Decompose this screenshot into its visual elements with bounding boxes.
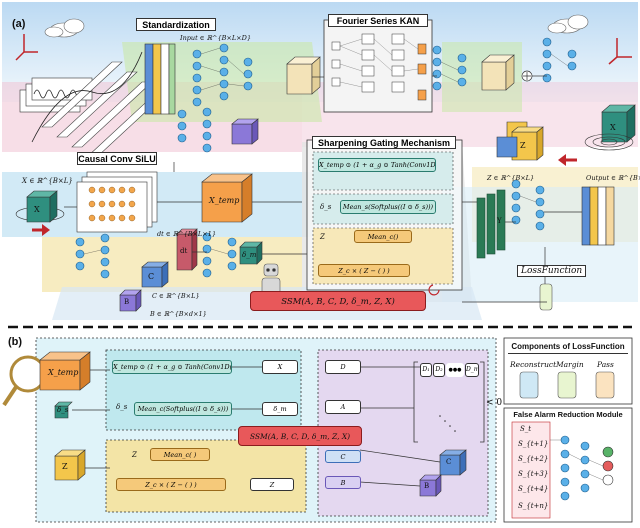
b-label: B ∈ ℝ^{B×d×1} bbox=[150, 310, 207, 318]
z-right-cube-label: Z bbox=[520, 141, 526, 150]
sharpening-formula-mean: Mean_s(Softplus((Ι ⊙ δ_s))) bbox=[340, 200, 436, 214]
components-title: Components of LossFunction bbox=[508, 342, 628, 354]
sharpening-formula-z: Z_c × ( Z − ( ) ) bbox=[318, 264, 410, 277]
c-cube-label: C bbox=[148, 272, 155, 281]
x-input-cube-label: X bbox=[34, 205, 40, 214]
state-item: S_{t+2} bbox=[518, 455, 549, 463]
z-box-label: Z bbox=[320, 233, 325, 241]
b-cube-label: B bbox=[124, 298, 130, 306]
panel-separator bbox=[8, 325, 632, 329]
x-input-label: X ∈ ℝ^{B×L} bbox=[22, 177, 73, 185]
b-z-cube-label: Z bbox=[62, 462, 68, 471]
b-mean-box: Mean_c( ) bbox=[150, 448, 210, 461]
matrix-cell: ●●● bbox=[446, 363, 464, 377]
b-x-box: X bbox=[262, 360, 298, 374]
diagonal-matrix: D₁ D₂ ●●● D_m bbox=[420, 363, 479, 377]
b-d-box: D bbox=[325, 360, 361, 374]
component-reconstruct: Reconstruct bbox=[510, 360, 557, 369]
ssm-block-b: SSM(A, B, C, D, δ_m, Z, X) bbox=[238, 426, 362, 446]
x-right-cube-label: X bbox=[610, 123, 616, 132]
b-x-temp-label: X_temp bbox=[48, 368, 79, 377]
ssm-block-a: SSM(A, B, C, D, δ_m, Z, X) bbox=[250, 291, 426, 311]
b-delta-s-small: δ_s bbox=[116, 403, 128, 411]
b-b-cube-label: B bbox=[424, 482, 430, 490]
input-label: Input ∈ ℝ^{B×L×D} bbox=[180, 34, 251, 42]
b-c-cube-label: C bbox=[446, 458, 452, 466]
component-margin: Margin bbox=[556, 360, 584, 369]
b-formula-z: Z_c × ( Z − ( ) ) bbox=[116, 478, 226, 491]
matrix-cell: D₁ bbox=[420, 363, 432, 377]
less-than-zero: < 0 bbox=[486, 398, 503, 408]
b-b-box: B bbox=[325, 476, 361, 489]
b-delta-m-box: δ_m bbox=[262, 402, 298, 416]
state-item: S_{t+1} bbox=[518, 440, 549, 448]
b-z-box: Z bbox=[250, 478, 294, 491]
output-label: Output ∈ ℝ^{B×L×1} bbox=[586, 174, 640, 182]
b-a-box: A bbox=[325, 400, 361, 414]
state-item: S_{t+4} bbox=[518, 485, 549, 493]
panel-a: (a) Standardization Input ∈ ℝ^{B×L×D} Fo… bbox=[2, 2, 640, 320]
sharpening-title: Sharpening Gating Mechanism bbox=[312, 136, 456, 149]
panel-a-label: (a) bbox=[12, 18, 26, 30]
false-alarm-title: False Alarm Reduction Module bbox=[513, 410, 623, 419]
state-item: S_{t+n} bbox=[518, 502, 549, 510]
mean-box: Mean_c() bbox=[354, 230, 412, 243]
causal-conv-title: Causal Conv SiLU bbox=[77, 152, 157, 165]
b-formula-top: X_temp ⊙ (1 + α_g ⊙ Tanh(Conv1D(X))) bbox=[112, 360, 232, 374]
state-item: S_t bbox=[520, 425, 532, 433]
matrix-cell: D₂ bbox=[433, 363, 445, 377]
b-delta-s-label: δ_s bbox=[57, 406, 69, 414]
dt-cube-label: dt bbox=[180, 247, 188, 255]
dt-label: dt ∈ ℝ^{B×L×1} bbox=[157, 230, 216, 238]
delta-s-label: δ_s bbox=[320, 203, 332, 211]
y-stack-label: Y bbox=[497, 217, 502, 225]
b-z-small-label: Z bbox=[132, 451, 137, 459]
loss-function-label: LossFunction bbox=[517, 265, 587, 277]
matrix-cell: D_m bbox=[465, 363, 479, 377]
component-pass: Pass bbox=[597, 360, 614, 369]
delta-m-cube-label: δ_m bbox=[242, 251, 257, 259]
c-label: C ∈ ℝ^{B×L} bbox=[152, 292, 200, 300]
z-dim-label: Z ∈ ℝ^{B×L} bbox=[487, 174, 535, 182]
fourier-kan-title: Fourier Series KAN bbox=[328, 14, 428, 27]
standardization-title: Standardization bbox=[136, 18, 216, 31]
x-temp-label: X_temp bbox=[209, 196, 240, 205]
state-item: S_{t+3} bbox=[518, 470, 549, 478]
b-c-box: C bbox=[325, 450, 361, 463]
b-formula-mean: Mean_c(Softplus((Ι ⊙ δ_s))) bbox=[134, 402, 232, 416]
panel-b-label: (b) bbox=[8, 336, 23, 348]
panel-b: (b) X_temp δ_s X_temp ⊙ (1 + α_g ⊙ Tanh(… bbox=[0, 330, 640, 528]
sharpening-formula-top: X_temp ⊙ (1 + α_g ⊙ Tanh(Conv1D(X))) bbox=[318, 158, 436, 172]
